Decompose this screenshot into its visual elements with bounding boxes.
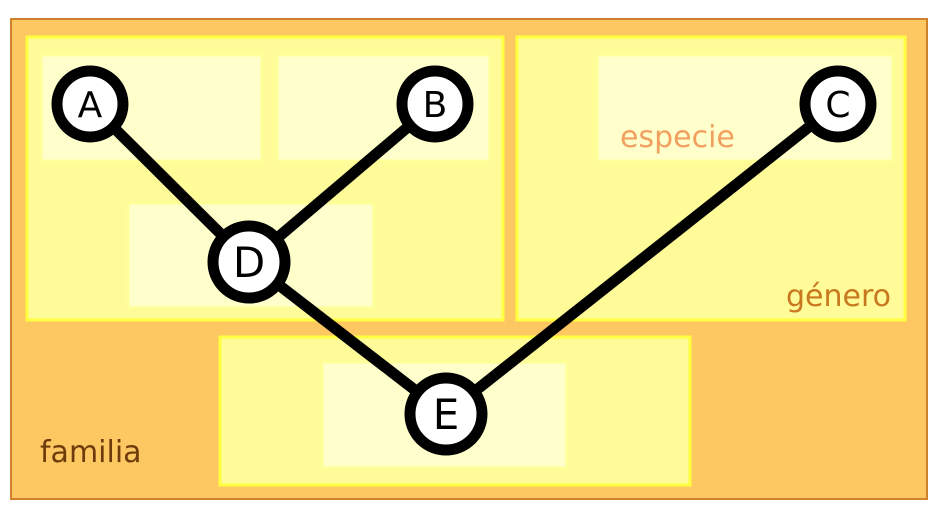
family-label: familia [40,435,142,470]
node-d: D [207,220,291,304]
node-c: C [799,65,877,143]
edge-c-e [442,99,842,419]
species-label: especie [620,120,735,155]
genus-label: género [786,279,891,314]
node-e-label: E [433,390,460,439]
node-c-label: C [825,85,850,126]
node-d-label: D [233,238,265,287]
node-b-label: B [423,85,448,126]
node-e: E [404,372,488,456]
node-b: B [396,65,474,143]
node-a-label: A [78,85,103,126]
node-a: A [51,65,129,143]
